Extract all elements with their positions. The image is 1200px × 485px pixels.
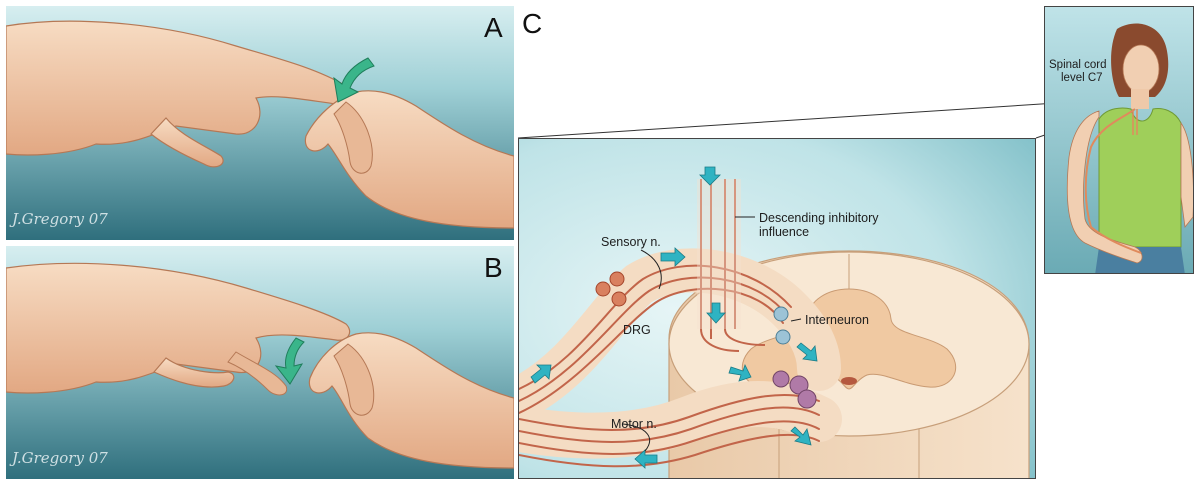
- artist-signature: J.Gregory 07: [12, 210, 108, 228]
- label-sensory-nerve: Sensory n.: [601, 235, 661, 249]
- label-descending-inhibitory-influence: Descending inhibitory influence: [759, 211, 879, 240]
- label-drg: DRG: [623, 323, 651, 337]
- curved-arrow-icon: [274, 337, 305, 385]
- panel-a: A J.Gregory 07: [6, 6, 514, 240]
- panel-c-spinal-cord: Descending inhibitory influence Sensory …: [518, 138, 1036, 479]
- drg-cells: [595, 271, 627, 307]
- interneuron-cells: [772, 306, 817, 409]
- label-descending-line1: Descending inhibitory: [759, 211, 879, 225]
- panel-b: B J.Gregory 07: [6, 246, 514, 479]
- label-spinal-cord-level: Spinal cord level C7: [1049, 59, 1107, 85]
- panel-c-letter: C: [522, 8, 543, 39]
- tank-top: [1098, 107, 1182, 248]
- label-interneuron: Interneuron: [805, 313, 869, 327]
- woman-figure-illustration: [1045, 7, 1193, 273]
- artist-signature: J.Gregory 07: [12, 449, 108, 467]
- left-hand: [6, 20, 353, 156]
- label-descending-line2: influence: [759, 225, 810, 240]
- descending-tract: [700, 179, 766, 352]
- grey-matter: [741, 288, 957, 390]
- label-spinal-line1: Spinal cord: [1049, 59, 1107, 71]
- panel-b-letter: B: [484, 252, 503, 283]
- panel-a-illustration: [6, 6, 514, 240]
- panel-b-illustration: [6, 246, 514, 479]
- left-hand: [6, 262, 351, 394]
- label-spinal-line2: level C7: [1061, 72, 1103, 85]
- nerve-bundle: [519, 248, 842, 468]
- panel-c-inset-figure: Spinal cord level C7: [1044, 6, 1194, 274]
- flow-arrow-icon: [530, 166, 818, 469]
- curved-arrow-icon: [333, 57, 375, 103]
- panel-a-letter: A: [484, 12, 503, 43]
- label-motor-nerve: Motor n.: [611, 417, 657, 431]
- spinal-cord-illustration: [519, 139, 1035, 478]
